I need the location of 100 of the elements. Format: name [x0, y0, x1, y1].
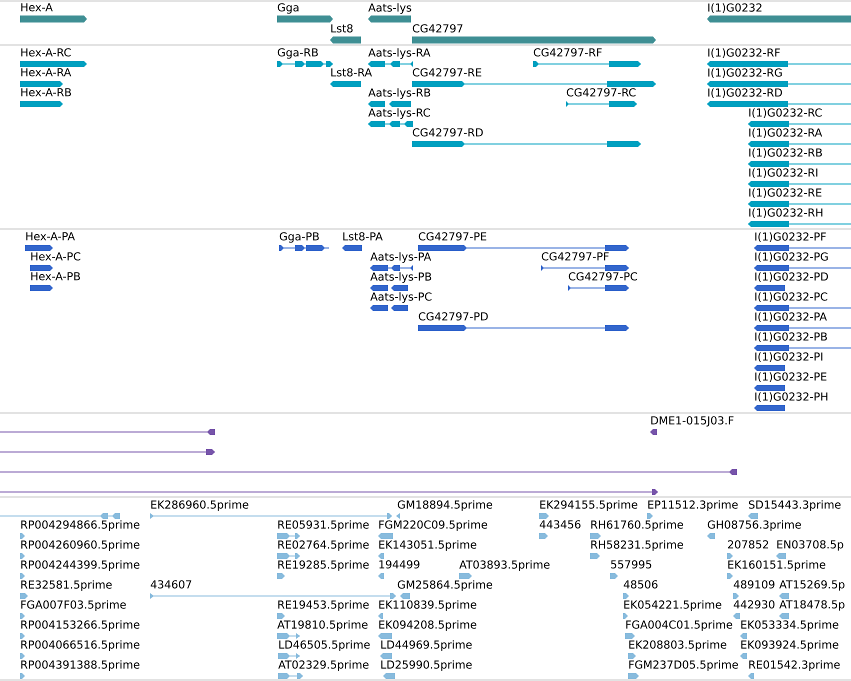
feature-label: AT18478.5p — [779, 600, 844, 611]
feature-label: RE01542.3prime — [749, 660, 840, 671]
feature-label: EK094208.5prime — [379, 620, 476, 631]
feature-label: DME1-015J03.F — [651, 416, 734, 427]
alignment-glyph — [0, 449, 216, 455]
feature-label: CG42797-PD — [418, 312, 488, 321]
feature-label: Aats-lys-PA — [370, 252, 432, 263]
feature-label: I(1)G0232-PI — [755, 352, 822, 362]
feature-label: 489109 — [734, 580, 774, 589]
feature-label: Hex-A-RA — [21, 68, 72, 76]
feature-label: RH61760.5prime — [591, 520, 684, 531]
feature-label: I(1)G0232-PA — [755, 312, 827, 322]
feature-label: I(1)G0232-RA — [749, 128, 822, 138]
feature-label: CG42797-PF — [542, 252, 609, 261]
feature-label: RE02764.5prime — [278, 540, 369, 551]
feature-label: EK053334.5prime — [741, 620, 838, 631]
feature-label: Aats-lys-RB — [368, 88, 430, 99]
feature-label: Hex-A-PA — [26, 232, 75, 240]
feature-label: Lst8-RA — [331, 68, 372, 77]
alignment-glyph — [0, 469, 738, 475]
feature-label: Aats-lys-RC — [368, 108, 430, 119]
feature-label: EK143051.5prime — [379, 540, 476, 551]
feature-label: 194499 — [379, 560, 420, 569]
feature-label: LD44969.5prime — [381, 640, 472, 651]
feature-label: I(1)G0232-PH — [755, 392, 828, 402]
feature-label: Lst8 — [331, 24, 353, 33]
feature-label: RP004244399.5prime — [21, 560, 140, 571]
feature-label: CG42797-RE — [412, 68, 482, 77]
feature-label: 207852 — [728, 540, 768, 549]
feature-label: I(1)G0232-RD — [708, 88, 782, 98]
feature-label: GH08756.3prime — [708, 520, 801, 531]
feature-label: AT19810.5prime — [277, 620, 368, 631]
feature-label: Hex-A — [21, 3, 53, 12]
feature-label: I(1)G0232-PD — [755, 272, 828, 282]
feature-label: I(1)G0232-PE — [755, 372, 826, 382]
feature-label: I(1)G0232-RB — [749, 148, 822, 158]
feature-label: FGM220C09.5prime — [379, 520, 488, 531]
feature-label: RP004153266.5prime — [21, 620, 140, 631]
feature-label: I(1)G0232 — [708, 3, 762, 13]
feature-label: CG42797-PE — [418, 232, 486, 241]
feature-label: 434607 — [150, 580, 192, 589]
feature-label: EK093924.5prime — [741, 640, 838, 651]
feature-label: AT02329.5prime — [278, 660, 369, 671]
feature-label: I(1)G0232-RF — [708, 48, 780, 58]
feature-label: Aats-lys — [368, 3, 412, 14]
feature-label: EK294155.5prime — [540, 500, 638, 511]
feature-label: RE19453.5prime — [278, 600, 369, 611]
feature-label: Aats-lys-RA — [368, 48, 430, 59]
feature-label: CG42797-RC — [566, 88, 636, 97]
feature-label: I(1)G0232-RG — [708, 68, 782, 78]
feature-label: RE32581.5prime — [21, 580, 112, 591]
feature-label: LD46505.5prime — [279, 640, 370, 651]
feature-label: I(1)G0232-PG — [755, 252, 828, 262]
feature-label: RE19285.5prime — [278, 560, 369, 571]
feature-label: I(1)G0232-RH — [749, 208, 822, 218]
feature-label: RH58231.5prime — [591, 540, 684, 551]
feature-label: EK286960.5prime — [151, 500, 248, 511]
est-glyph — [0, 513, 120, 519]
feature-label: Gga-PB — [280, 232, 319, 243]
feature-label: I(1)G0232-PC — [755, 292, 828, 302]
feature-label: 48506 — [624, 580, 658, 589]
feature-label: EK110839.5prime — [379, 600, 476, 611]
feature-label: Hex-A-PC — [31, 252, 80, 261]
feature-label: Hex-A-RC — [21, 48, 71, 57]
feature-label: I(1)G0232-PB — [755, 332, 827, 342]
feature-label: 442930 — [734, 600, 774, 609]
feature-label: RP004066516.5prime — [21, 640, 140, 651]
feature-label: FGA004C01.5prime — [626, 620, 732, 631]
feature-label: EK054221.5prime — [624, 600, 722, 611]
feature-label: Hex-A-PB — [31, 272, 80, 280]
feature-label: Aats-lys-PB — [370, 272, 432, 283]
feature-label: RP004294866.5prime — [21, 520, 140, 531]
feature-label: Gga — [278, 3, 298, 14]
feature-label: FGA007F03.5prime — [21, 600, 126, 611]
feature-label: RE05931.5prime — [278, 520, 369, 531]
feature-label: Aats-lys-PC — [370, 292, 432, 303]
feature-label: CG42797-RF — [534, 48, 602, 57]
alignment-glyph — [0, 489, 658, 495]
feature-label: EK208803.5prime — [629, 640, 726, 651]
feature-label: RP004391388.5prime — [21, 660, 140, 671]
feature-label: GM25864.5prime — [398, 580, 492, 591]
feature-label: Hex-A-RB — [21, 88, 71, 96]
feature-label: 557995 — [611, 560, 652, 569]
feature-label: EP11512.3prime — [648, 500, 738, 511]
feature-label: FGM237D05.5prime — [629, 660, 738, 671]
feature-label: CG42797-PC — [568, 272, 638, 281]
feature-label: GM18894.5prime — [398, 500, 492, 511]
feature-label: Lst8-PA — [343, 232, 383, 241]
feature-label: AT15269.5p — [779, 580, 844, 591]
feature-label: SD15443.3prime — [748, 500, 841, 511]
feature-label: 443456 — [540, 520, 580, 529]
feature-label: Gga-RB — [278, 48, 318, 59]
feature-label: CG42797 — [412, 24, 462, 33]
feature-label: I(1)G0232-RI — [749, 168, 818, 178]
feature-label: EN03708.5p — [777, 540, 844, 551]
feature-label: I(1)G0232-RC — [749, 108, 822, 118]
alignment-glyph — [0, 429, 216, 435]
feature-label: EK160151.5prime — [728, 560, 826, 571]
feature-label: RP004260960.5prime — [21, 540, 140, 551]
feature-label: CG42797-RD — [412, 128, 483, 137]
